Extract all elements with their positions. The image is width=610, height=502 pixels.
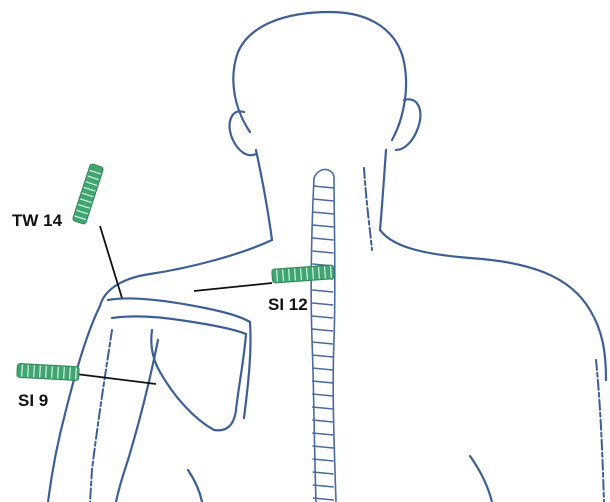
coil-band [46, 366, 47, 378]
scapula-spine-lower [112, 316, 246, 334]
vertebra [312, 290, 333, 292]
coil-band [331, 266, 332, 278]
spine-left-edge [311, 178, 316, 502]
vertebra [312, 303, 333, 305]
left-arm-inner [116, 340, 158, 502]
vertebra [313, 186, 334, 188]
si9-leader [76, 374, 156, 384]
vertebra [312, 368, 333, 370]
coil-band [319, 267, 320, 279]
tw14-needle [72, 163, 104, 224]
label-si9: SI 9 [18, 391, 48, 410]
coil-band [70, 367, 71, 379]
spine-top [314, 169, 334, 178]
vertebra [312, 407, 333, 409]
vertebra [312, 394, 333, 396]
vertebra [312, 251, 333, 253]
neck-inner-right [364, 168, 372, 250]
si9-needle [17, 363, 80, 380]
vertebra [312, 316, 333, 318]
spine-right-edge [333, 176, 336, 502]
vertebra [312, 420, 333, 422]
vertebra [312, 433, 333, 435]
lower-back-right [470, 456, 492, 502]
arm-midline [90, 330, 112, 502]
si12-leader [194, 283, 272, 291]
neck-right [380, 150, 386, 230]
vertebra [313, 225, 334, 227]
vertebra [312, 342, 333, 344]
coil-band [28, 365, 29, 377]
coil-band [22, 365, 23, 377]
coil-band [76, 367, 77, 379]
vertebra [313, 199, 334, 201]
right-shoulder [380, 230, 606, 380]
label-si12: SI 12 [268, 295, 308, 314]
label-tw14: TW 14 [12, 211, 63, 230]
vertebra [312, 446, 333, 448]
coil-band [40, 366, 41, 378]
coil-band [325, 266, 326, 278]
vertebra [313, 212, 334, 214]
tw14-leader [100, 226, 122, 298]
si12-needle [272, 265, 335, 283]
coil-band [283, 269, 284, 281]
coil-band [64, 367, 65, 379]
body-outline [48, 12, 606, 502]
coil-band [289, 269, 290, 281]
lower-back-left [188, 470, 202, 502]
coil-band [277, 270, 278, 282]
coil-band [58, 367, 59, 379]
coil-band [301, 268, 302, 280]
vertebra [312, 329, 333, 331]
scapula-spine [108, 298, 250, 322]
vertebra [312, 355, 333, 357]
neck-left [256, 150, 272, 240]
coil-band [52, 366, 53, 378]
spine [311, 169, 336, 502]
vertebra [313, 238, 334, 240]
vertebra [312, 381, 333, 383]
scapula-body [151, 330, 246, 430]
coil-band [307, 268, 308, 280]
head-outline [233, 12, 406, 140]
left-trapezius [100, 240, 272, 306]
coil-band [313, 267, 314, 279]
right-back-line [596, 360, 604, 502]
coil-band [34, 365, 35, 377]
coil-band [295, 269, 296, 281]
